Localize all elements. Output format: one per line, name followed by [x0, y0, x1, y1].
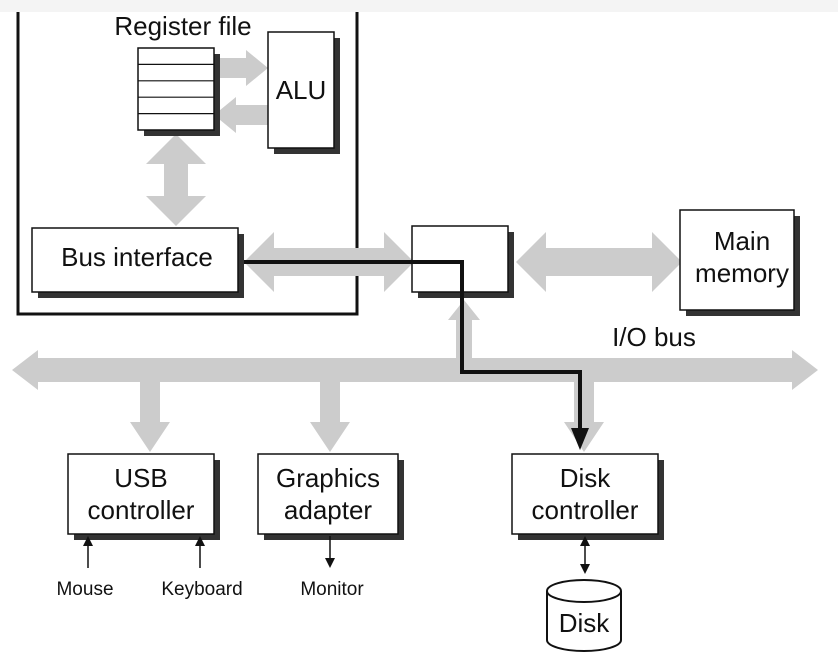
mouse-label: Mouse: [56, 579, 113, 600]
usb-controller-box: [67, 453, 220, 540]
data-path-line: [244, 260, 582, 432]
graphics-label-line2: adapter: [284, 495, 373, 525]
disk-controller-label-line2: controller: [532, 495, 639, 525]
monitor-label: Monitor: [300, 579, 364, 600]
top-strip: [0, 0, 838, 12]
io-bridge-box: [411, 225, 514, 298]
regfile-businterface-arrow: [146, 134, 206, 226]
disk-cylinder: [546, 579, 622, 652]
keyboard-label: Keyboard: [161, 579, 242, 600]
usb-label-line2: controller: [88, 495, 195, 525]
usb-label-line1: USB: [114, 463, 167, 493]
alu-to-regfile-arrow: [214, 97, 268, 133]
data-path-arrowhead: [571, 428, 589, 450]
disk-connector-arrow: [564, 380, 604, 452]
disk-label: Disk: [559, 608, 611, 638]
main-memory-label-line1: Main: [714, 226, 770, 256]
mouse-arrow: [83, 536, 93, 568]
graphics-connector-arrow: [310, 380, 350, 452]
regfile-to-alu-arrow: [214, 50, 268, 86]
main-memory-label-line2: memory: [695, 258, 789, 288]
io-bus-label: I/O bus: [612, 322, 696, 352]
bus-interface-box: [31, 227, 244, 298]
bus-interface-label: Bus interface: [61, 242, 213, 272]
usb-connector-arrow: [130, 380, 170, 452]
disk-controller-label-line1: Disk: [560, 463, 612, 493]
io-bus-arrow: [12, 350, 818, 390]
alu-box: [267, 31, 340, 154]
register-file-label: Register file: [114, 11, 251, 41]
monitor-arrow: [325, 536, 335, 568]
graphics-adapter-box: [257, 453, 404, 540]
memory-bus-arrow: [516, 232, 682, 292]
disk-controller-box: [511, 453, 664, 540]
register-file: [137, 47, 220, 136]
main-memory-box: [679, 209, 800, 316]
keyboard-arrow: [195, 536, 205, 568]
cpu-chip-outline: [16, 12, 359, 316]
disk-link-arrow: [580, 536, 590, 574]
graphics-label-line1: Graphics: [276, 463, 380, 493]
alu-label: ALU: [276, 75, 327, 105]
bus-arrows: [12, 50, 818, 452]
